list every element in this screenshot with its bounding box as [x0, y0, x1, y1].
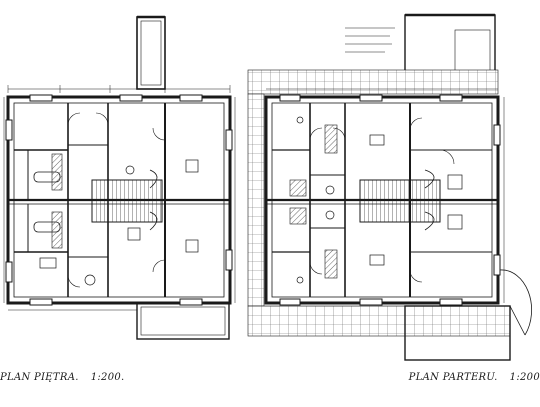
- ground-floor-scale: 1:200: [509, 372, 540, 383]
- upper-windows: [5, 94, 233, 306]
- ground-left-paving: [247, 93, 265, 307]
- ground-bottom-paving: [247, 305, 511, 337]
- ground-top-terrace: [404, 13, 496, 78]
- upper-stairs: [91, 179, 163, 223]
- upper-door-swings: [67, 112, 166, 288]
- ground-floor-title: PLAN PARTERU.: [408, 372, 498, 383]
- upper-dimension-lines: [3, 85, 236, 311]
- upper-floor-title: PLAN PIĘTRA.: [0, 372, 79, 383]
- ground-windows: [279, 94, 501, 306]
- ground-floor-caption: PLAN PARTERU. 1:200: [409, 372, 540, 383]
- upper-floor-caption: PLAN PIĘTRA. 1:200.: [0, 372, 125, 383]
- ground-dimension-lines: [266, 88, 505, 303]
- upper-floor-plan: [3, 15, 236, 340]
- ground-top-paving: [247, 69, 499, 95]
- ground-door-swings: [309, 117, 455, 283]
- upper-bottom-balcony: [136, 302, 230, 340]
- ground-bottom-terrace: [404, 269, 532, 361]
- ground-annotation-marks: [345, 27, 395, 53]
- upper-floor-scale: 1:200.: [90, 372, 125, 383]
- upper-top-balcony: [136, 15, 166, 90]
- ground-floor-plan: [247, 13, 532, 361]
